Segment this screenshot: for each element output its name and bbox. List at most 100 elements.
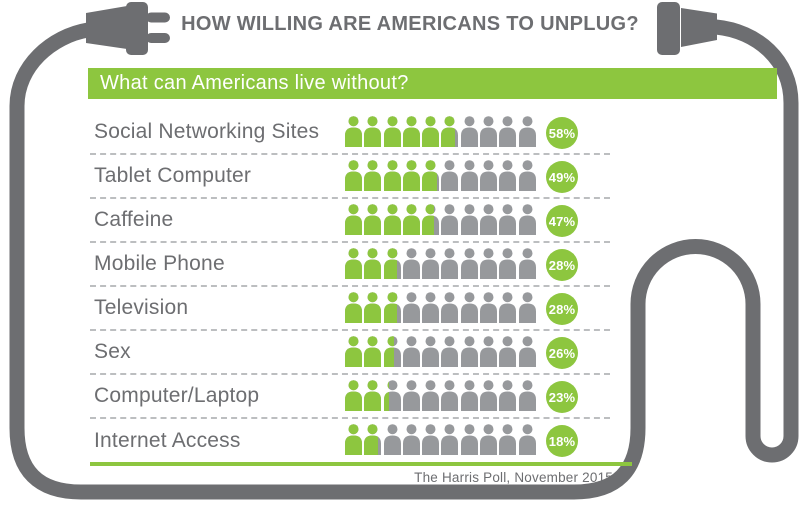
person-icon [518,292,536,323]
person-icon [441,204,459,235]
person-icon [480,336,498,367]
person-icon [364,116,382,147]
person-icon [480,116,498,147]
person-icon [499,336,517,367]
person-icon [518,160,536,191]
chart-row: Computer/Laptop 23% [90,375,610,419]
person-icon [364,424,382,455]
person-icon [364,204,382,235]
person-icon [364,336,382,367]
person-icon [460,204,478,235]
category-label: Sex [94,340,131,363]
person-icon [345,248,362,279]
person-icon [422,424,440,455]
person-icon [383,292,401,323]
person-icon [364,380,382,411]
category-label: Computer/Laptop [94,384,260,407]
person-icon [383,160,401,191]
person-icon [441,248,459,279]
person-icon [499,424,517,455]
person-icon [460,160,478,191]
person-icon [499,292,517,323]
person-icon [441,424,459,455]
category-label: Social Networking Sites [94,120,320,143]
percentage-badge: 23% [546,381,578,413]
person-icon [518,204,536,235]
person-icon [441,380,459,411]
person-icon [499,160,517,191]
percentage-badge: 18% [546,425,578,457]
person-icon [345,336,362,367]
person-icon [422,380,440,411]
person-icon [499,380,517,411]
pictogram-icons [345,204,538,235]
person-icon [422,248,440,279]
category-label: Tablet Computer [94,164,252,187]
category-label: Caffeine [94,208,174,231]
person-icon [383,248,401,279]
person-icon [383,336,401,367]
percentage-badge: 49% [546,161,578,193]
chart-row: Internet Access 18% [90,419,610,463]
person-icon [402,116,420,147]
person-icon [518,248,536,279]
category-label: Television [94,296,189,319]
person-icon [422,116,440,147]
person-icon [460,336,478,367]
person-icon [402,336,420,367]
person-icon [499,116,517,147]
person-icon [441,292,459,323]
person-icon [402,204,420,235]
person-icon [345,116,362,147]
person-icon [518,336,536,367]
person-icon [499,248,517,279]
person-icon [345,204,362,235]
person-icon [518,380,536,411]
person-icon [480,292,498,323]
person-icon [460,116,478,147]
person-icon [422,292,440,323]
person-icon [441,336,459,367]
pictogram-icons [345,424,538,455]
person-icon [364,248,382,279]
person-icon [460,292,478,323]
person-icon [422,204,440,235]
power-plug-icon [86,2,170,55]
person-icon [422,336,440,367]
pictogram-icons [345,116,538,147]
category-label: Internet Access [94,429,241,452]
person-icon [480,160,498,191]
person-icon [345,160,362,191]
person-icon [345,292,362,323]
person-icon [402,160,420,191]
page-title: HOW WILLING ARE AMERICANS TO UNPLUG? [181,13,639,35]
person-icon [364,292,382,323]
percentage-badge: 28% [546,293,578,325]
person-icon [402,424,420,455]
person-icon [345,424,362,455]
person-icon [441,160,459,191]
pictogram-icons [345,248,538,279]
person-icon [518,116,536,147]
category-label: Mobile Phone [94,252,225,275]
person-icon [345,380,362,411]
person-icon [383,204,401,235]
person-icon [460,380,478,411]
pictogram-icons [345,380,538,411]
person-icon [402,292,420,323]
person-icon [518,424,536,455]
bottom-rule [90,462,632,466]
person-icon [422,160,440,191]
person-icon [441,116,459,147]
power-socket-icon [657,2,717,55]
chart-header-bar: What can Americans live without? [88,68,777,99]
person-icon [480,248,498,279]
chart-row: Television 28% [90,287,610,331]
percentage-badge: 47% [546,205,578,237]
person-icon [402,248,420,279]
